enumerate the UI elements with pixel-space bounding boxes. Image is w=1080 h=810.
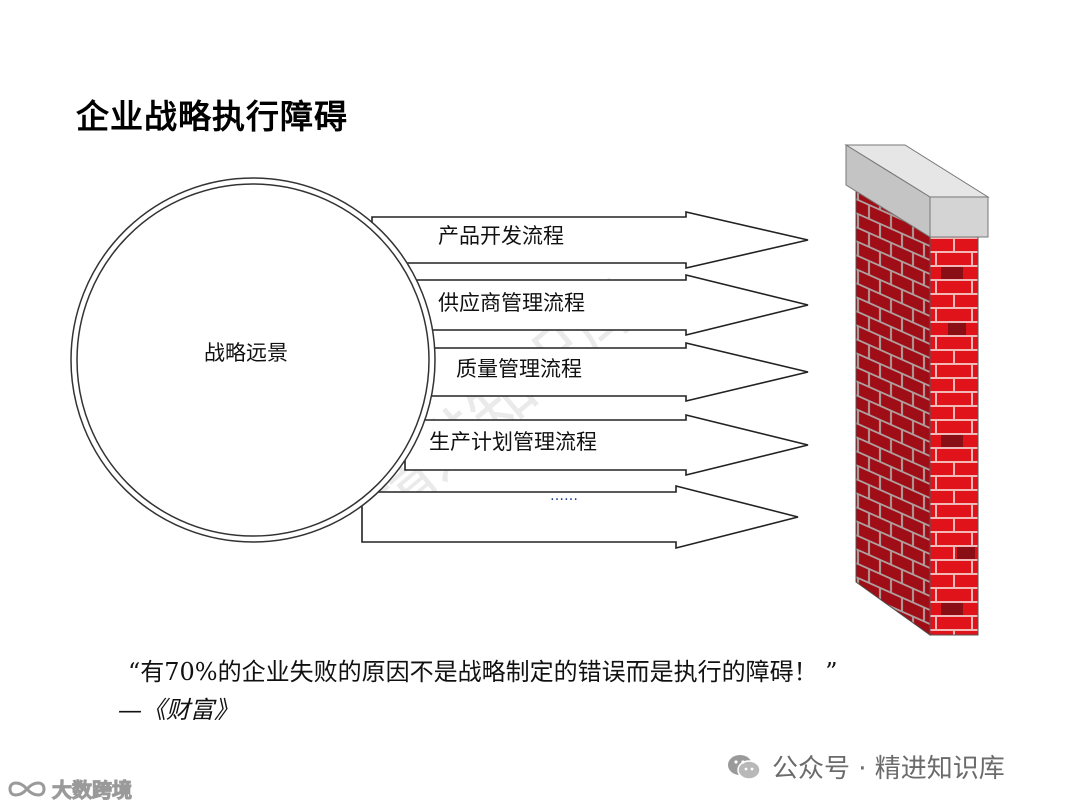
wechat-icon (728, 754, 761, 780)
brand-watermark-text: 公众号 · 精进知识库 (772, 754, 1005, 784)
brand-watermark: 公众号 · 精进知识库 (726, 748, 1005, 785)
brick-wall (844, 144, 990, 636)
infinity-logo-icon (8, 781, 46, 796)
bottom-left-watermark: 大数跨境 (6, 774, 133, 803)
slide-title: 企业战略执行障碍 (76, 97, 348, 136)
process-arrow: …… (361, 484, 799, 550)
quote-text: “有70%的企业失败的原因不是战略制定的错误而是执行的障碍！ ” (128, 658, 838, 686)
process-arrow-label: 质量管理流程 (456, 357, 582, 381)
strategy-vision-label: 战略远景 (204, 341, 288, 365)
process-arrow-label: 产品开发流程 (438, 224, 564, 248)
process-arrow: 生产计划管理流程 (404, 413, 809, 477)
process-arrow: 产品开发流程 (371, 210, 809, 270)
process-arrow-label: 生产计划管理流程 (429, 430, 597, 454)
strategy-vision-circle: 战略远景 (70, 177, 436, 543)
ellipsis-dots: …… (550, 488, 578, 504)
bottom-left-watermark-text: 大数跨境 (52, 778, 133, 803)
process-arrow-label: 供应商管理流程 (438, 291, 585, 315)
process-arrow: 供应商管理流程 (399, 273, 809, 337)
process-arrow: 质量管理流程 (419, 341, 809, 403)
quote-source: —《财富》 (118, 696, 238, 724)
